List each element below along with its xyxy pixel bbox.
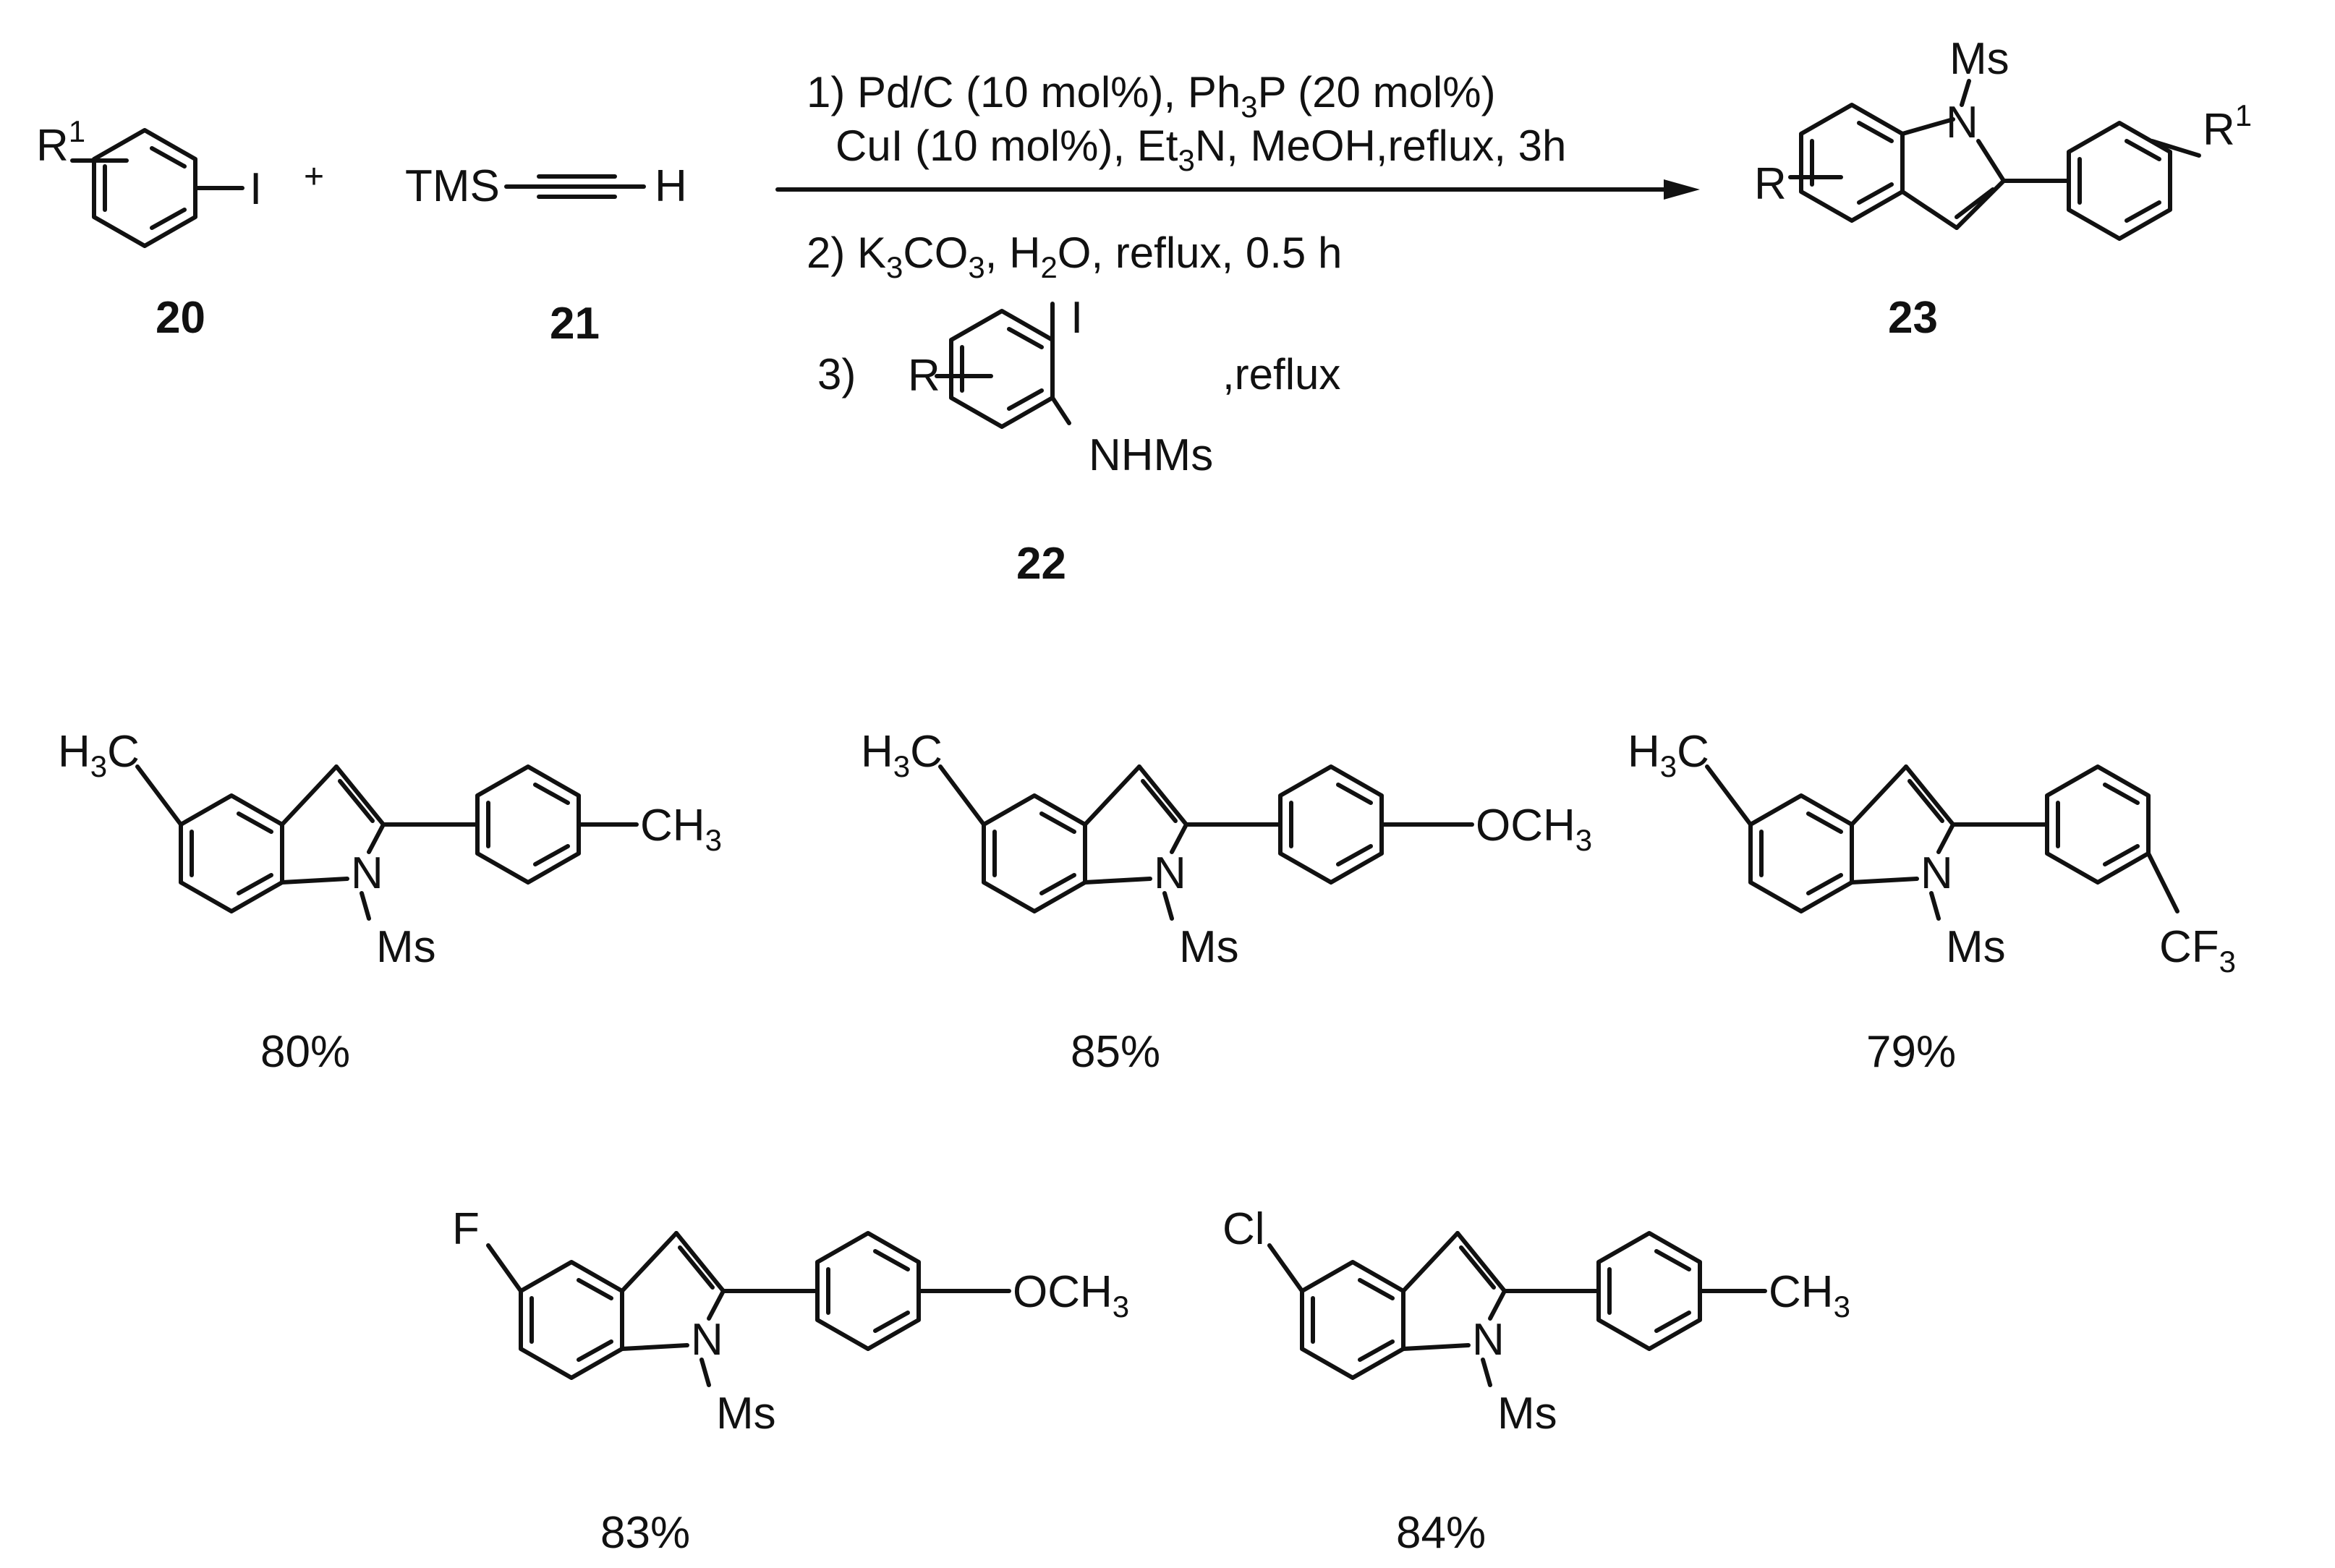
product-5: Cl CH3 N Ms 84%: [1222, 1204, 1850, 1558]
n-label: N: [691, 1315, 723, 1365]
yield-label: 83%: [600, 1508, 690, 1558]
ms-label: Ms: [376, 922, 436, 972]
yield-label: 85%: [1071, 1027, 1160, 1077]
product-1: H3C CH3 N Ms 80%: [58, 727, 722, 1077]
compound-number-20: 20: [156, 293, 205, 343]
iodo-label-22: I: [1071, 293, 1083, 343]
reaction-arrow: [775, 179, 1700, 200]
reaction-conditions: 1) Pd/C (10 mol%), Ph3P (20 mol%) CuI (1…: [807, 68, 1566, 399]
substituent-5-label: Cl: [1222, 1204, 1265, 1254]
r-label-23: R: [1754, 159, 1787, 209]
aryl-substituent-label: CH3: [1769, 1267, 1850, 1324]
ms-label-23: Ms: [1949, 34, 2009, 84]
plus-sign: +: [304, 158, 324, 196]
step2-conditions: 2) K3CO3, H2O, reflux, 0.5 h: [807, 229, 1342, 284]
benzene-ring: [92, 128, 197, 248]
compound-22: I NHMs R 22: [908, 293, 1213, 589]
substituent-5-label: H3C: [1628, 727, 1709, 783]
ms-label: Ms: [1179, 922, 1239, 972]
product-2: H3C OCH3 N Ms 85%: [861, 727, 1592, 1077]
compound-20: I R1 20: [36, 114, 262, 343]
r1-label: R1: [36, 114, 85, 171]
yield-label: 79%: [1866, 1027, 1956, 1077]
iodo-label: I: [250, 164, 262, 214]
compound-21: TMS H 21: [405, 161, 687, 349]
aryl-substituent-label: OCH3: [1476, 801, 1592, 857]
compound-number-23: 23: [1888, 293, 1938, 343]
substituent-5-label: H3C: [861, 727, 943, 783]
r1-label-23: R1: [2203, 98, 2252, 155]
h-label: H: [655, 161, 687, 211]
substituent-5-label: H3C: [58, 727, 140, 783]
compound-23: R N Ms R1 23: [1754, 34, 2252, 343]
substituent-5-label: F: [452, 1204, 480, 1254]
step1-line2: CuI (10 mol%), Et3N, MeOH,reflux, 3h: [835, 122, 1566, 177]
nhms-label: NHMs: [1089, 430, 1213, 480]
product-3: H3C CF3 N Ms 79%: [1628, 727, 2236, 1077]
tms-label: TMS: [405, 161, 500, 211]
n-label: N: [1921, 848, 1953, 898]
yield-label: 84%: [1396, 1508, 1486, 1558]
ms-label: Ms: [716, 1389, 776, 1439]
ms-label: Ms: [1497, 1389, 1557, 1439]
n-label: N: [1472, 1315, 1505, 1365]
n-label: N: [1154, 848, 1186, 898]
yield-label: 80%: [260, 1027, 350, 1077]
compound-number-22: 22: [1016, 539, 1066, 589]
n-label-23: N: [1946, 98, 1978, 148]
step3-prefix: 3): [817, 350, 856, 399]
aryl-substituent-label: CF3: [2159, 922, 2236, 979]
aryl-substituent-label: OCH3: [1013, 1267, 1129, 1324]
step1-line1: 1) Pd/C (10 mol%), Ph3P (20 mol%): [807, 68, 1496, 124]
step3-suffix: ,reflux: [1222, 350, 1340, 399]
ms-label: Ms: [1946, 922, 2006, 972]
r-label-22: R: [908, 351, 940, 401]
n-label: N: [351, 848, 383, 898]
aryl-substituent-label: CH3: [640, 801, 722, 857]
product-4: F OCH3 N Ms 83%: [452, 1204, 1129, 1558]
compound-number-21: 21: [550, 299, 600, 349]
